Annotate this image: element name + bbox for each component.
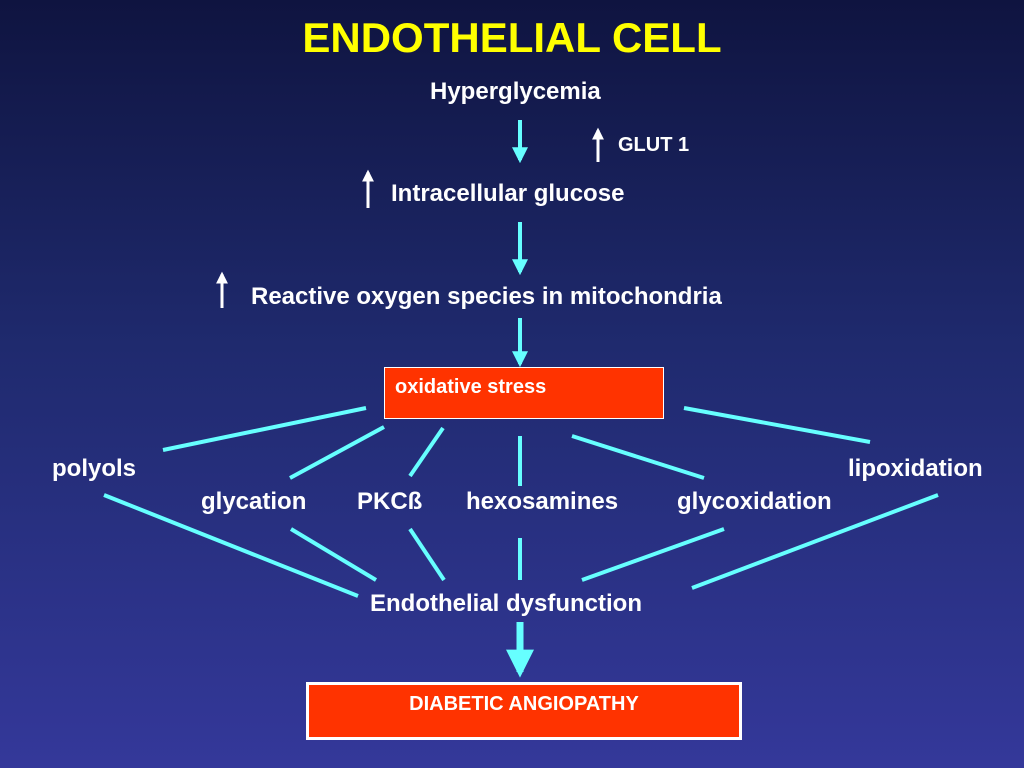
connector-line bbox=[103, 493, 359, 598]
connector-line bbox=[289, 425, 385, 480]
connector-line bbox=[162, 406, 367, 452]
connector-line bbox=[571, 434, 705, 480]
node-lipoxidation: lipoxidation bbox=[848, 455, 983, 482]
connector-line bbox=[408, 527, 446, 582]
connector-line bbox=[683, 406, 871, 444]
node-hyperglycemia: Hyperglycemia bbox=[430, 78, 601, 105]
node-intracellular-glucose: Intracellular glucose bbox=[391, 180, 625, 207]
node-pkc: PKCß bbox=[357, 488, 423, 515]
node-oxidative-stress: oxidative stress bbox=[395, 376, 547, 398]
node-diabetic-angiopathy: DIABETIC ANGIOPATHY bbox=[409, 693, 639, 715]
connector-line bbox=[691, 493, 939, 590]
node-glut1: GLUT 1 bbox=[618, 134, 690, 156]
node-hexosamines: hexosamines bbox=[466, 488, 619, 515]
node-reactive-oxygen: Reactive oxygen species in mitochondria bbox=[251, 283, 722, 310]
diabetic-angiopathy-box: DIABETIC ANGIOPATHY bbox=[306, 682, 742, 740]
connector-line bbox=[408, 426, 445, 478]
connector-line bbox=[289, 527, 378, 582]
node-polyols: polyols bbox=[52, 455, 137, 482]
node-glycoxidation: glycoxidation bbox=[677, 488, 832, 515]
node-endothelial-dysfunction: Endothelial dysfunction bbox=[370, 590, 643, 617]
oxidative-stress-box: oxidative stress bbox=[384, 367, 664, 419]
connector-line bbox=[581, 527, 725, 582]
slide-title: ENDOTHELIAL CELL bbox=[302, 14, 722, 61]
node-glycation: glycation bbox=[201, 488, 307, 515]
